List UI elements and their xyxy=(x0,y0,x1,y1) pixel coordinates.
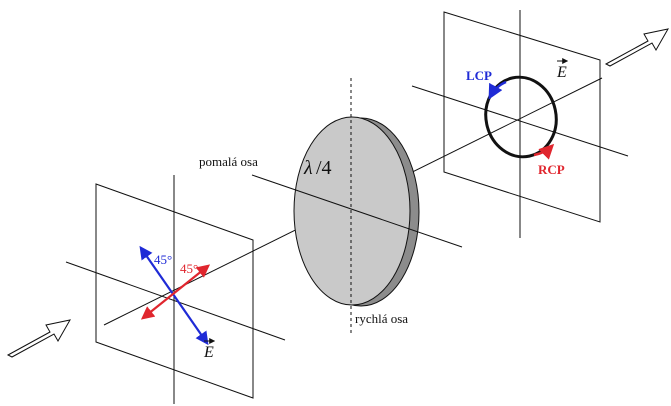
input-field-vectors xyxy=(139,245,211,346)
rcp-label: RCP xyxy=(538,162,565,177)
output-plane-horizontal-axis xyxy=(411,85,629,157)
angle-label-red: 45° xyxy=(180,261,198,276)
lcp-label: LCP xyxy=(466,68,492,83)
lcp-arrow xyxy=(488,80,507,100)
angle-label-blue: 45° xyxy=(154,252,172,267)
plate-face xyxy=(293,116,411,306)
slow-axis-line xyxy=(251,174,463,248)
output-beam-arrow-icon xyxy=(604,28,669,67)
rcp-arrow xyxy=(533,143,555,160)
plate-fraction-label: /4 xyxy=(316,157,332,179)
output-plane xyxy=(411,10,629,238)
input-beam-arrow-icon xyxy=(6,319,71,358)
input-plane-horizontal-axis xyxy=(65,261,286,341)
output-polarization-circle xyxy=(484,75,558,160)
slow-axis-label: pomalá osa xyxy=(199,154,258,169)
fast-axis-label: rychlá osa xyxy=(355,311,408,326)
red-polarization-vector xyxy=(140,264,211,320)
plate-lambda-label: λ xyxy=(303,157,313,179)
output-field-e-label: E xyxy=(556,64,567,81)
quarter-wave-plate xyxy=(293,116,420,307)
input-field-e-label: E xyxy=(203,344,214,361)
